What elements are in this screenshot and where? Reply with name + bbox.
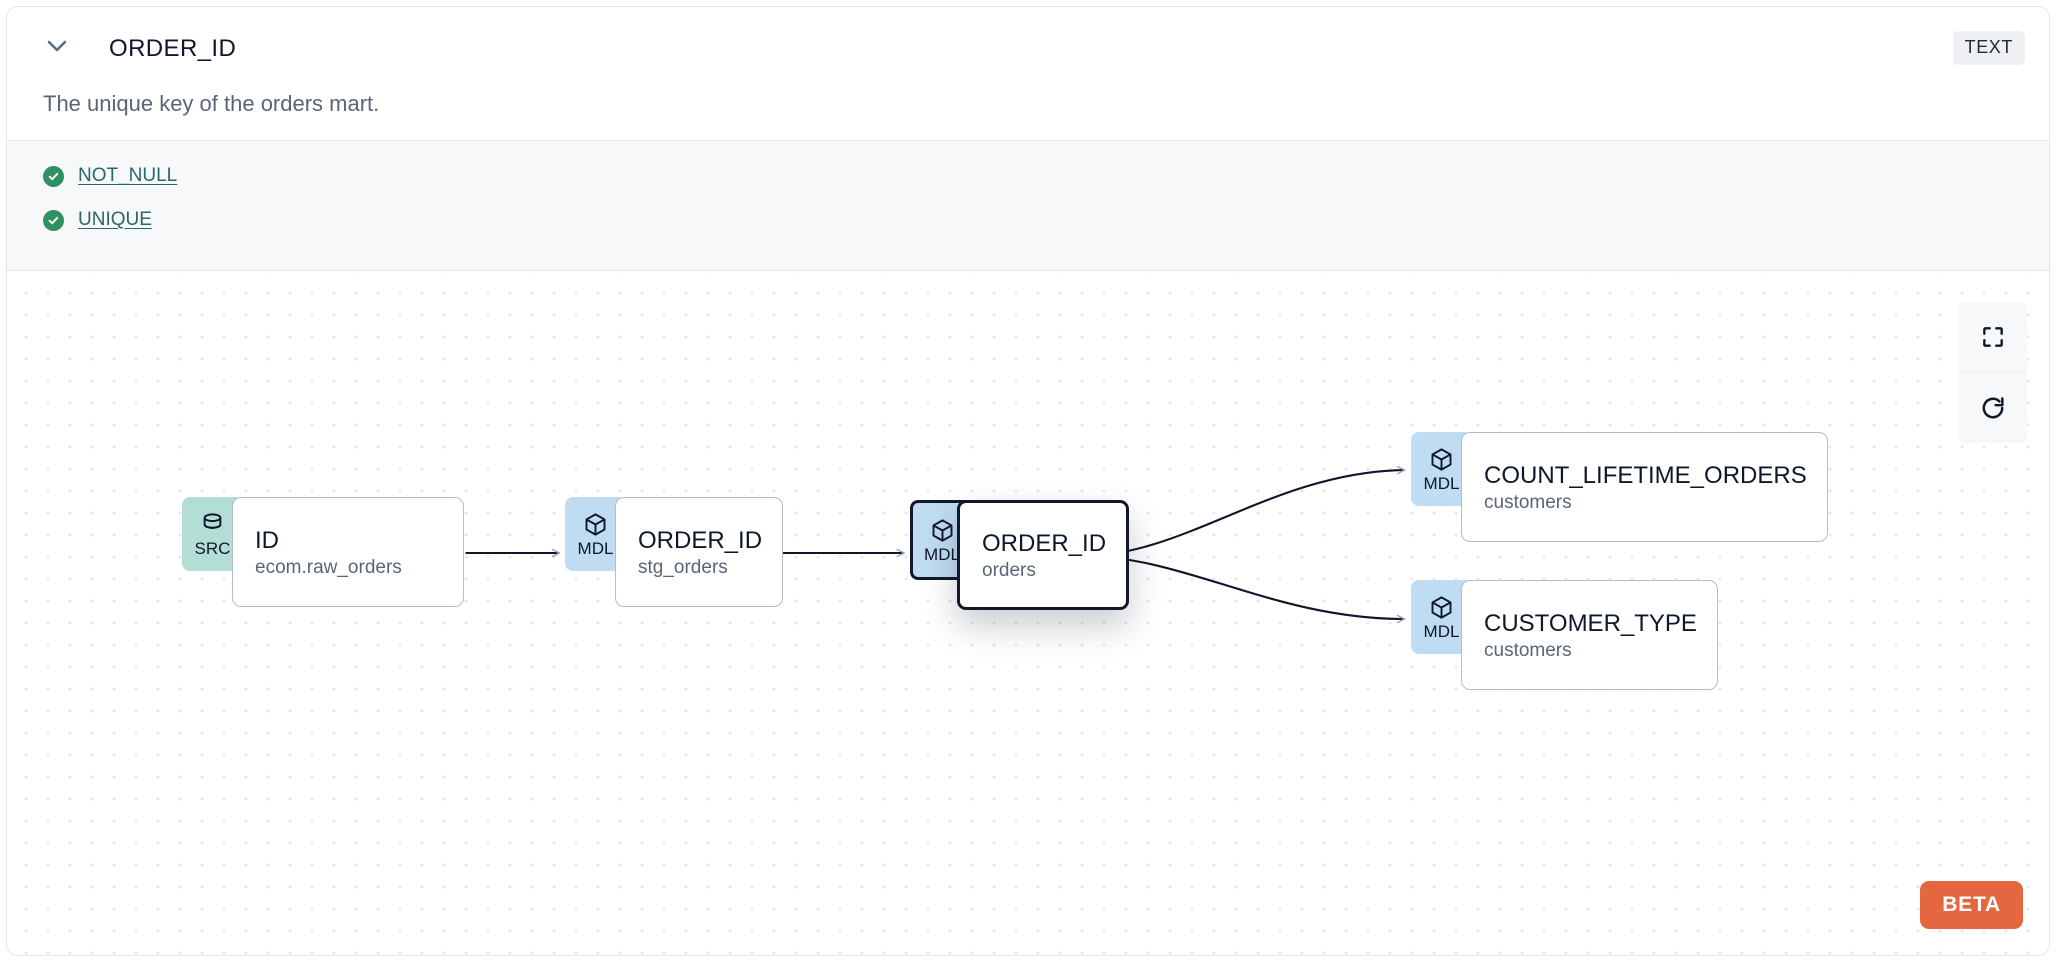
edge-orders-count: [1082, 465, 1406, 558]
lineage-node-count-lifetime-orders[interactable]: MDL COUNT_LIFETIME_ORDERS customers: [1411, 432, 1828, 542]
node-subtitle: stg_orders: [638, 556, 728, 578]
node-title: ORDER_ID: [982, 530, 1107, 558]
node-badge-label: SRC: [194, 539, 231, 558]
node-subtitle: customers: [1484, 491, 1572, 513]
cube-icon: [932, 519, 952, 542]
check-circle-icon: [43, 209, 64, 231]
fit-view-icon: [1983, 327, 2003, 347]
node-title: COUNT_LIFETIME_ORDERS: [1484, 462, 1807, 490]
lineage-node-orders[interactable]: MDL ORDER_ID orders: [910, 500, 1130, 610]
column-detail-card: ORDER_ID TEXT The unique key of the orde…: [6, 6, 2050, 956]
node-body: ORDER_ID stg_orders: [615, 497, 784, 607]
fit-view-button[interactable]: [1959, 302, 2027, 372]
beta-badge[interactable]: BETA: [1920, 881, 2023, 929]
test-row[interactable]: NOT_NULL: [43, 163, 177, 189]
tests-section: NOT_NULL UNIQUE: [7, 140, 2049, 271]
canvas-toolbar: [1959, 302, 2027, 443]
chevron-down-icon[interactable]: [43, 35, 71, 57]
node-badge-label: MDL: [924, 545, 960, 564]
node-subtitle: customers: [1484, 639, 1572, 661]
node-body: COUNT_LIFETIME_ORDERS customers: [1461, 432, 1828, 542]
lineage-node-src[interactable]: SRC ID ecom.raw_orders: [182, 497, 464, 607]
lineage-edges: [465, 465, 1406, 624]
cube-icon: [1431, 596, 1452, 619]
test-link-not-null[interactable]: NOT_NULL: [78, 165, 178, 186]
node-badge-label: MDL: [577, 539, 614, 558]
cube-icon: [585, 513, 606, 536]
node-body: ID ecom.raw_orders: [232, 497, 464, 607]
node-subtitle: ecom.raw_orders: [255, 556, 402, 578]
column-type-badge: TEXT: [1952, 31, 2025, 65]
node-title: ID: [255, 527, 279, 555]
node-body: CUSTOMER_TYPE customers: [1461, 580, 1718, 690]
lineage-node-customer-type[interactable]: MDL CUSTOMER_TYPE customers: [1411, 580, 1718, 690]
column-header: ORDER_ID TEXT The unique key of the orde…: [7, 7, 2049, 116]
node-badge-label: MDL: [1423, 622, 1460, 641]
reset-icon: [1982, 397, 2004, 419]
edge-orders-custtype: [1082, 554, 1406, 624]
node-body: ORDER_ID orders: [957, 500, 1130, 610]
node-badge-label: MDL: [1423, 474, 1460, 493]
node-subtitle: orders: [982, 559, 1036, 581]
test-row[interactable]: UNIQUE: [43, 207, 152, 233]
test-link-unique[interactable]: UNIQUE: [78, 209, 152, 230]
reset-button[interactable]: [1959, 372, 2027, 443]
column-description: The unique key of the orders mart.: [43, 91, 380, 116]
check-circle-icon: [43, 165, 64, 187]
lineage-node-stg-orders[interactable]: MDL ORDER_ID stg_orders: [565, 497, 784, 607]
node-title: CUSTOMER_TYPE: [1484, 610, 1697, 638]
lineage-canvas[interactable]: SRC ID ecom.raw_orders MDL: [7, 272, 2049, 955]
node-title: ORDER_ID: [638, 527, 763, 555]
database-icon: [203, 513, 222, 529]
page-title: ORDER_ID: [109, 35, 237, 62]
cube-icon: [1431, 448, 1452, 471]
